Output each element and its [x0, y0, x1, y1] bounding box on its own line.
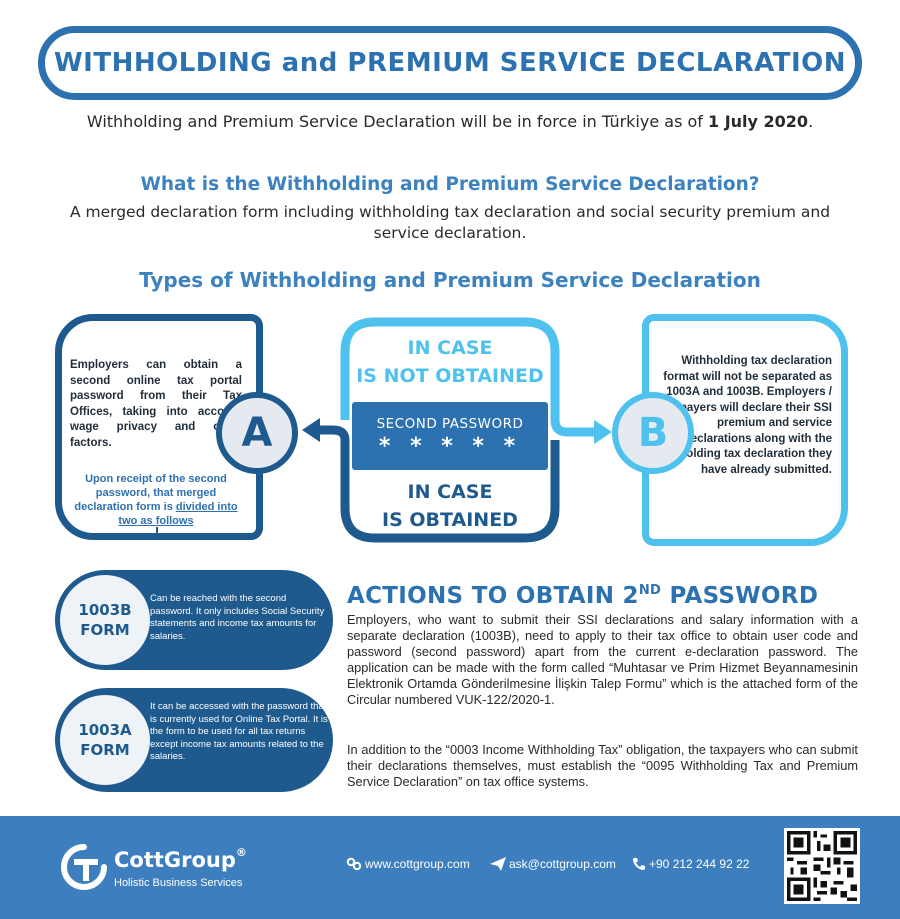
link-icon — [346, 857, 362, 871]
website-text: www.cottgroup.com — [365, 857, 470, 871]
arrow-to-b-line — [550, 419, 596, 437]
actions-heading-prefix: ACTIONS TO OBTAIN 2 — [347, 583, 639, 609]
arrow-to-b-head — [594, 420, 612, 444]
brand-text: CottGroup — [114, 848, 236, 872]
form-1003b-code: 1003B — [78, 601, 132, 619]
circle-a: A — [216, 392, 298, 474]
actions-heading-sup: ND — [638, 583, 662, 598]
card-a-text: Employers can obtain a second online tax… — [70, 359, 242, 449]
subtitle-prefix: Withholding and Premium Service Declarat… — [86, 112, 708, 131]
circle-b-letter: B — [637, 410, 669, 456]
not-obtained-label: IN CASE IS NOT OBTAINED — [338, 334, 562, 390]
actions-heading-suffix: PASSWORD — [661, 583, 819, 609]
title-banner: WITHHOLDING and PREMIUM SERVICE DECLARAT… — [38, 26, 862, 100]
send-icon — [490, 857, 506, 871]
actions-paragraph-1: Employers, who want to submit their SSI … — [347, 612, 858, 707]
subtitle-suffix: . — [808, 112, 814, 131]
footer-bar — [0, 816, 900, 919]
page-title: WITHHOLDING and PREMIUM SERVICE DECLARAT… — [53, 48, 847, 78]
second-password-box: SECOND PASSWORD * * * * * — [352, 402, 548, 470]
types-heading: Types of Withholding and Premium Service… — [139, 268, 761, 292]
email-link[interactable]: ask@cottgroup.com — [490, 857, 616, 871]
not-obtained-line1: IN CASE — [407, 337, 493, 359]
form-1003a-code: 1003A — [78, 721, 132, 739]
subtitle: Withholding and Premium Service Declarat… — [0, 112, 900, 131]
form-1003b-word: FORM — [80, 621, 130, 639]
circle-a-letter: A — [241, 410, 273, 456]
card-a-tick — [156, 527, 158, 537]
phone-icon — [633, 858, 645, 870]
form-1003a-word: FORM — [80, 741, 130, 759]
obtained-label: IN CASE IS OBTAINED — [338, 478, 562, 534]
brand-name: CottGroup® — [114, 846, 247, 872]
obtained-line1: IN CASE — [407, 481, 493, 503]
arrow-to-a-line — [318, 425, 350, 441]
email-text: ask@cottgroup.com — [509, 857, 616, 871]
qr-code-icon — [787, 831, 857, 901]
website-link[interactable]: www.cottgroup.com — [346, 857, 470, 871]
brand-registered: ® — [235, 846, 247, 859]
phone-link[interactable]: +90 212 244 92 22 — [632, 857, 749, 871]
phone-text: +90 212 244 92 22 — [649, 857, 750, 871]
form-1003a-badge: 1003A FORM — [60, 695, 150, 785]
brand-tagline: Holistic Business Services — [114, 877, 243, 889]
circle-b: B — [612, 392, 694, 474]
form-1003a-text: It can be accessed with the password tha… — [150, 701, 328, 762]
not-obtained-line2: IS NOT OBTAINED — [356, 365, 544, 387]
arrow-to-a-head — [302, 418, 320, 442]
card-a-note: Upon receipt of the second password, tha… — [70, 472, 242, 528]
actions-paragraph-2: In addition to the “0003 Income Withhold… — [347, 742, 858, 789]
card-a-note-text: Upon receipt of the second password, tha… — [74, 473, 227, 513]
card-a-note-underlined: divided into two as follows — [118, 501, 238, 527]
obtained-line2: IS OBTAINED — [382, 509, 518, 531]
cottgroup-logo-icon — [61, 844, 107, 890]
form-1003b-badge: 1003B FORM — [60, 575, 150, 665]
second-password-label: SECOND PASSWORD — [376, 416, 524, 432]
qr-code[interactable] — [784, 828, 860, 904]
actions-heading: ACTIONS TO OBTAIN 2ND PASSWORD — [347, 583, 867, 609]
card-b-text: Withholding tax declaration format will … — [656, 355, 832, 476]
second-password-stars: * * * * * — [378, 434, 522, 459]
what-heading: What is the Withholding and Premium Serv… — [140, 174, 760, 195]
subtitle-date: 1 July 2020 — [708, 112, 809, 131]
what-body: A merged declaration form including with… — [69, 203, 831, 242]
form-1003b-text: Can be reached with the second password.… — [150, 593, 325, 642]
